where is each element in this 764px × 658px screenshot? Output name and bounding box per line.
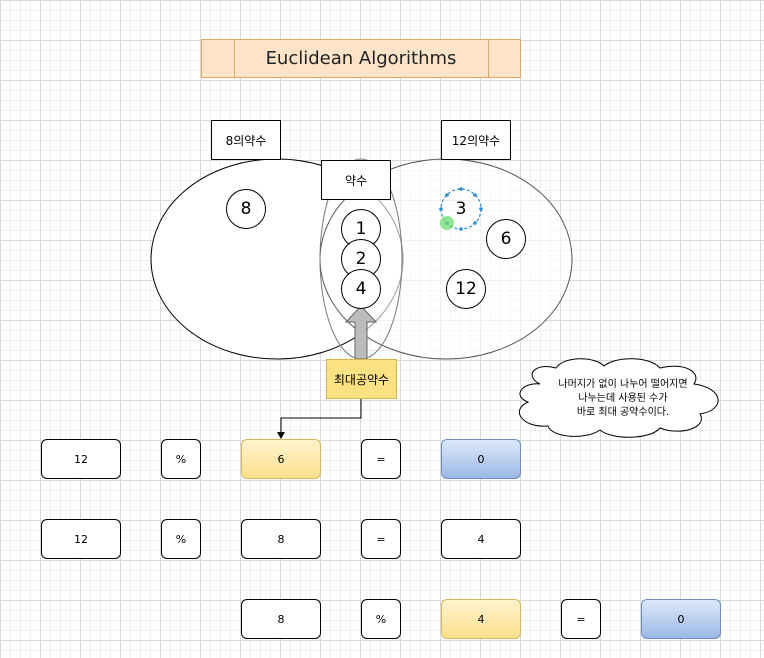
number-circle-4[interactable]: 4 xyxy=(341,269,381,309)
number-circle-8[interactable]: 8 xyxy=(226,189,266,229)
row3-equals[interactable]: = xyxy=(561,599,601,639)
right-set-label[interactable]: 12의약수 xyxy=(441,120,511,160)
row1-result[interactable]: 0 xyxy=(441,439,521,479)
title-text: Euclidean Algorithms xyxy=(265,48,457,69)
connector-arrowhead-icon xyxy=(277,432,285,439)
row2-result[interactable]: 4 xyxy=(441,519,521,559)
up-arrow-icon xyxy=(344,305,378,360)
gcd-label[interactable]: 최대공약수 xyxy=(326,359,397,399)
title-divider-right xyxy=(488,40,489,77)
row1-divisor[interactable]: 6 xyxy=(241,439,321,479)
note-cloud[interactable] xyxy=(518,358,719,438)
row3-operator[interactable]: % xyxy=(361,599,401,639)
diagram-title[interactable]: Euclidean Algorithms xyxy=(201,39,521,78)
left-set-label[interactable]: 8의약수 xyxy=(211,120,281,160)
title-divider-left xyxy=(234,40,235,77)
note-text: 나머지가 없이 나누어 떨어지면 나누는데 사용된 수가 바로 최대 공약수이다… xyxy=(558,379,688,418)
row2-divisor[interactable]: 8 xyxy=(241,519,321,559)
row3-dividend[interactable]: 8 xyxy=(241,599,321,639)
number-circle-6[interactable]: 6 xyxy=(486,219,526,259)
row1-dividend[interactable]: 12 xyxy=(41,439,121,479)
row1-equals[interactable]: = xyxy=(361,439,401,479)
row3-divisor[interactable]: 4 xyxy=(441,599,521,639)
gcd-connector xyxy=(280,399,362,434)
row2-operator[interactable]: % xyxy=(161,519,201,559)
number-circle-12[interactable]: 12 xyxy=(446,269,486,309)
rotate-handle-icon[interactable] xyxy=(440,216,454,230)
row2-dividend[interactable]: 12 xyxy=(41,519,121,559)
row1-operator[interactable]: % xyxy=(161,439,201,479)
common-set-label[interactable]: 약수 xyxy=(321,160,391,200)
row2-equals[interactable]: = xyxy=(361,519,401,559)
number-circle-3[interactable]: 3 xyxy=(455,199,467,219)
row3-result[interactable]: 0 xyxy=(641,599,721,639)
